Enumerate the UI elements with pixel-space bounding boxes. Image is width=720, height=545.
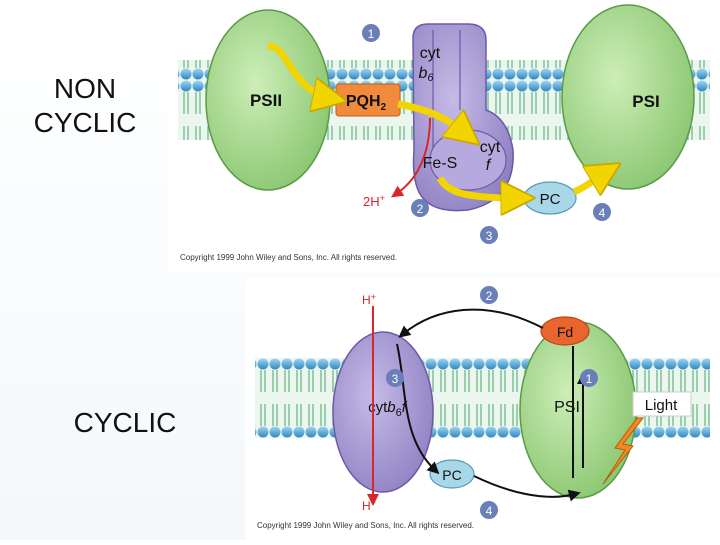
- light-label-box: [632, 391, 692, 417]
- step-number: 2: [417, 202, 424, 216]
- step-number: 3: [392, 372, 399, 386]
- step-number: 1: [586, 372, 593, 386]
- step-marker-4: [593, 203, 611, 221]
- step-marker-1: [580, 369, 598, 387]
- cyclic-label: CYCLIC: [73, 407, 177, 438]
- electron-return-arrow-fd-cyt: [398, 308, 544, 338]
- pc-label: PC: [442, 467, 461, 483]
- psi-label: PSI: [632, 92, 659, 111]
- psi-complex: [561, 4, 695, 190]
- electron-flow-arrow-psii-pqh2: [267, 42, 330, 98]
- cyclic-diagram: cytb6f PSI Fd PC Light H+ H+ 2 3 1 4: [245, 278, 720, 540]
- pc-label: PC: [540, 191, 561, 208]
- cyt-b6-label-line1: cyt: [420, 45, 441, 62]
- cyclic-diagram-svg: cytb6f PSI Fd PC Light H+ H+ 2 3 1 4: [255, 286, 710, 530]
- noncyclic-label: NON CYCLIC: [20, 72, 150, 140]
- psi-label: PSI: [554, 399, 580, 416]
- cyt-f-label-line1: cyt: [480, 139, 501, 156]
- electron-path-cyt-pc: [396, 343, 440, 475]
- step-marker-2: [480, 286, 498, 304]
- step-number: 4: [599, 206, 606, 220]
- noncyclic-label-line2: CYCLIC: [33, 107, 137, 138]
- light-label: Light: [645, 397, 678, 414]
- step-marker-4: [480, 501, 498, 519]
- step-marker-3: [480, 226, 498, 244]
- proton-label-bottom: H+: [362, 498, 376, 513]
- cyt-b6f-complex: [332, 331, 434, 493]
- electron-flow-arrow-pqh2-fes: [397, 100, 466, 134]
- step-marker-2: [411, 199, 429, 217]
- fd-protein: [540, 316, 590, 346]
- lightning-icon: [602, 417, 645, 485]
- electron-path-pc-psi: [473, 475, 581, 502]
- step-number: 3: [486, 229, 493, 243]
- step-number: 4: [486, 504, 493, 518]
- step-number: 2: [486, 289, 493, 303]
- proton-release-arrow: [391, 117, 431, 198]
- pqh2-label: PQH2: [346, 93, 387, 113]
- proton-label: 2H+: [363, 193, 385, 209]
- electron-flow-arrow-fes-pc: [436, 176, 518, 198]
- cyt-b6-label-line2: b6: [418, 65, 434, 84]
- proton-label-top: H+: [362, 292, 376, 307]
- fd-label: Fd: [557, 324, 573, 340]
- step-number: 1: [368, 27, 375, 41]
- step-marker-1: [362, 24, 380, 42]
- noncyclic-diagram: PSII PSI cyt b6 cyt f Fe-S PQH2 PC 2H+ 1…: [168, 0, 720, 272]
- fe-s-label: Fe-S: [423, 155, 458, 172]
- step-marker-3: [386, 369, 404, 387]
- copyright-notice: Copyright 1999 John Wiley and Sons, Inc.…: [180, 253, 397, 262]
- electron-flow-arrow-pc-psi: [572, 172, 606, 192]
- cyt-f-label-line2: f: [486, 157, 492, 174]
- copyright-notice: Copyright 1999 John Wiley and Sons, Inc.…: [257, 521, 474, 530]
- noncyclic-diagram-svg: PSII PSI cyt b6 cyt f Fe-S PQH2 PC 2H+ 1…: [178, 4, 710, 262]
- psii-label: PSII: [250, 91, 282, 110]
- noncyclic-label-line1: NON: [53, 73, 117, 104]
